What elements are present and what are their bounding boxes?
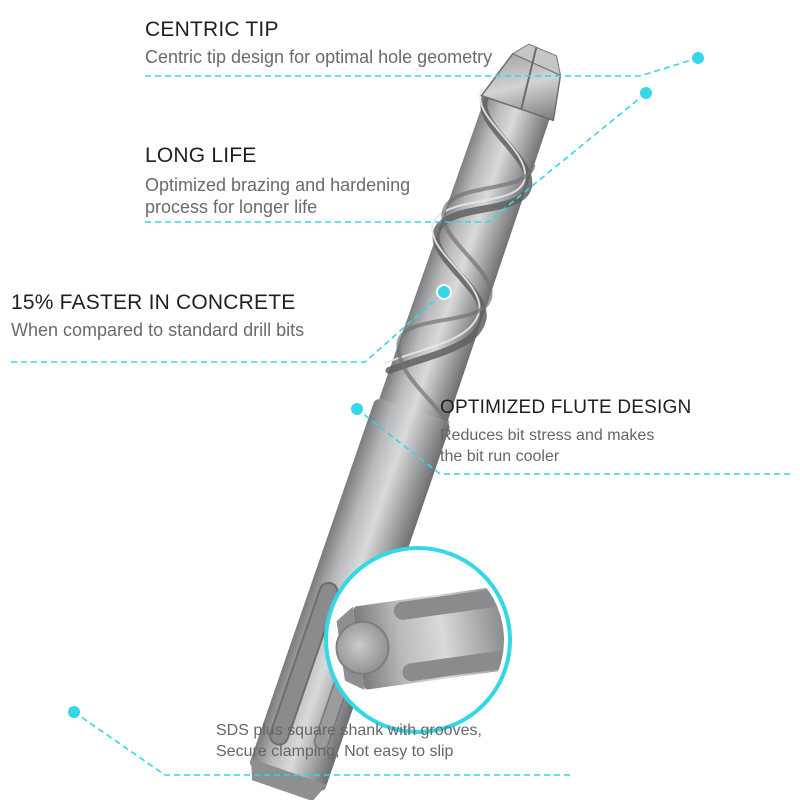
- leader-lines: [11, 57, 790, 776]
- feature-description: Secure clamping, Not easy to slip: [216, 743, 454, 760]
- leader-centric-tip: [145, 57, 699, 77]
- callout-flute-design: OPTIMIZED FLUTE DESIGN Reduces bit stres…: [440, 397, 691, 467]
- feature-title: LONG LIFE: [145, 144, 257, 167]
- callout-square-shank: SDS plus square shank with grooves, Secu…: [216, 718, 482, 762]
- leader-flute: [356, 408, 790, 475]
- callout-long-life: LONG LIFE Optimized brazing and hardenin…: [145, 144, 410, 218]
- leader-shank: [73, 711, 570, 776]
- feature-description: SDS plus square shank with grooves,: [216, 722, 482, 739]
- leader-faster: [11, 291, 445, 363]
- feature-description: process for longer life: [145, 197, 318, 217]
- feature-description: Centric tip design for optimal hole geom…: [145, 47, 493, 67]
- feature-description: Optimized brazing and hardening: [145, 175, 411, 195]
- feature-description: When compared to standard drill bits: [11, 320, 305, 340]
- dot-centric-tip: [690, 50, 706, 66]
- feature-description: the bit run cooler: [440, 448, 560, 465]
- callout-centric-tip: CENTRIC TIP Centric tip design for optim…: [145, 18, 492, 68]
- dot-shank: [66, 704, 82, 720]
- feature-title: CENTRIC TIP: [145, 18, 279, 41]
- leader-long-life: [145, 92, 647, 223]
- shank-end-closeup-image: [324, 546, 512, 734]
- feature-description: Reduces bit stress and makes: [440, 427, 655, 444]
- dot-flute: [349, 401, 365, 417]
- callout-dots: [66, 50, 706, 720]
- dot-long-life: [638, 85, 654, 101]
- feature-title: 15% FASTER IN CONCRETE: [11, 291, 296, 314]
- callout-faster-in-concrete: 15% FASTER IN CONCRETE When compared to …: [11, 291, 304, 341]
- feature-title: OPTIMIZED FLUTE DESIGN: [440, 397, 692, 418]
- dot-faster: [436, 284, 452, 300]
